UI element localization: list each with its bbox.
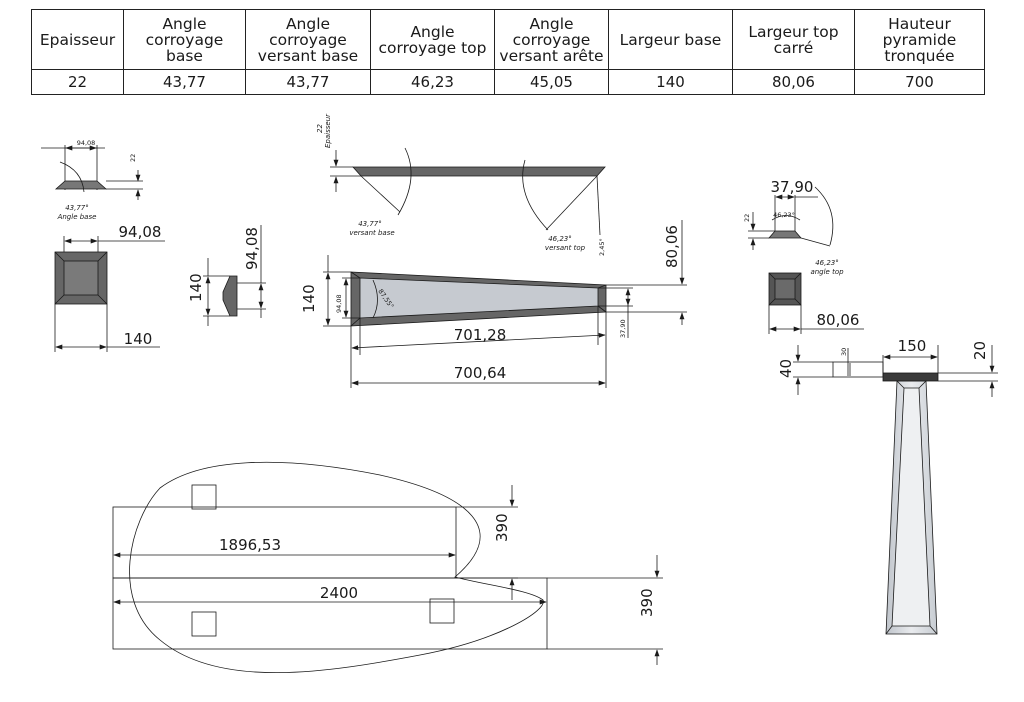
header-angle-corroyage-versant-arete: Angle corroyage versant arête xyxy=(494,9,609,70)
header-hauteur-pyramide: Hauteur pyramide tronquée xyxy=(854,9,985,70)
pyramid-leg-view xyxy=(793,345,998,635)
top-profile-height-label: 22 xyxy=(743,214,751,222)
header-angle-corroyage-top: Angle corroyage top xyxy=(370,9,495,70)
plank-angle-top-label: 46,23° xyxy=(548,235,572,243)
pyramid-plate-width-label: 150 xyxy=(898,337,927,355)
plank-thickness-name: Epaisseur xyxy=(324,113,332,148)
table-lower-length-label: 2400 xyxy=(320,584,358,602)
top-profile-inner-angle-label: 46,23° xyxy=(773,211,795,219)
value-angle-corroyage-top: 46,23 xyxy=(370,69,495,95)
table-header-row: Epaisseur Angle corroyage base Angle cor… xyxy=(31,9,985,70)
table-upper-length-label: 1896,53 xyxy=(219,536,281,554)
base-square-outer-label: 140 xyxy=(124,330,153,348)
header-angle-corroyage-versant-base: Angle corroyage versant base xyxy=(245,9,371,70)
plank-side-view xyxy=(323,220,687,388)
value-largeur-base: 140 xyxy=(608,69,733,95)
base-square-inner-label: 94,08 xyxy=(119,223,162,241)
plank-angle-base-name: versant base xyxy=(349,229,394,237)
table-lower-height-label: 390 xyxy=(638,588,656,617)
header-largeur-base: Largeur base xyxy=(608,9,733,70)
table-value-row: 22 43,77 43,77 46,23 45,05 140 80,06 700 xyxy=(31,69,985,95)
top-profile-width-label: 37,90 xyxy=(771,178,814,196)
header-epaisseur: Epaisseur xyxy=(31,9,124,70)
base-square-view xyxy=(54,236,165,352)
value-angle-corroyage-versant-arete: 45,05 xyxy=(494,69,609,95)
value-angle-corroyage-base: 43,77 xyxy=(123,69,246,95)
table-top-plan xyxy=(112,461,663,674)
plank-angle-base-label: 43,77° xyxy=(358,220,382,228)
top-angle-name: angle top xyxy=(810,268,844,276)
plank-side-top-outer-label: 80,06 xyxy=(663,225,681,268)
plank-edge-angle-label: 2,45° xyxy=(598,238,606,256)
small-side-profile xyxy=(203,225,266,326)
base-angle-label: 43,77° xyxy=(65,204,89,212)
base-profile-height-label: 22 xyxy=(129,154,137,162)
small-profile-inner-label: 94,08 xyxy=(243,227,261,270)
base-profile-width-label: 94,08 xyxy=(77,139,96,147)
value-angle-corroyage-versant-base: 43,77 xyxy=(245,69,371,95)
base-angle-name: Angle base xyxy=(57,213,97,221)
value-epaisseur: 22 xyxy=(31,69,124,95)
plank-side-inner-height-label: 94,08 xyxy=(335,294,343,313)
table-upper-height-label: 390 xyxy=(493,513,511,542)
base-section-profile xyxy=(41,145,143,200)
header-angle-corroyage-base: Angle corroyage base xyxy=(123,9,246,70)
small-profile-outer-label: 140 xyxy=(187,273,205,302)
top-section-profile xyxy=(748,186,834,250)
top-square-width-label: 80,06 xyxy=(817,311,860,329)
header-largeur-top-carre: Largeur top carré xyxy=(732,9,855,70)
plank-top-view xyxy=(330,147,606,236)
pyramid-offset-large-label: 40 xyxy=(777,359,795,378)
plank-side-top-inner-label: 37,90 xyxy=(619,319,627,338)
plank-length-inner-label: 701,28 xyxy=(454,326,507,344)
plank-thickness-label: 22 xyxy=(316,124,324,133)
pyramid-plate-thickness-label: 20 xyxy=(971,341,989,360)
value-largeur-top-carre: 80,06 xyxy=(732,69,855,95)
specification-table: Epaisseur Angle corroyage base Angle cor… xyxy=(31,9,985,95)
plank-side-outer-height-label: 140 xyxy=(300,284,318,313)
plank-length-outer-label: 700,64 xyxy=(454,364,507,382)
value-hauteur-pyramide: 700 xyxy=(854,69,985,95)
pyramid-offset-small-label: 30 xyxy=(840,348,848,356)
top-square-view xyxy=(768,272,864,334)
plank-angle-top-name: versant top xyxy=(545,244,586,252)
top-angle-label: 46,23° xyxy=(815,259,839,267)
